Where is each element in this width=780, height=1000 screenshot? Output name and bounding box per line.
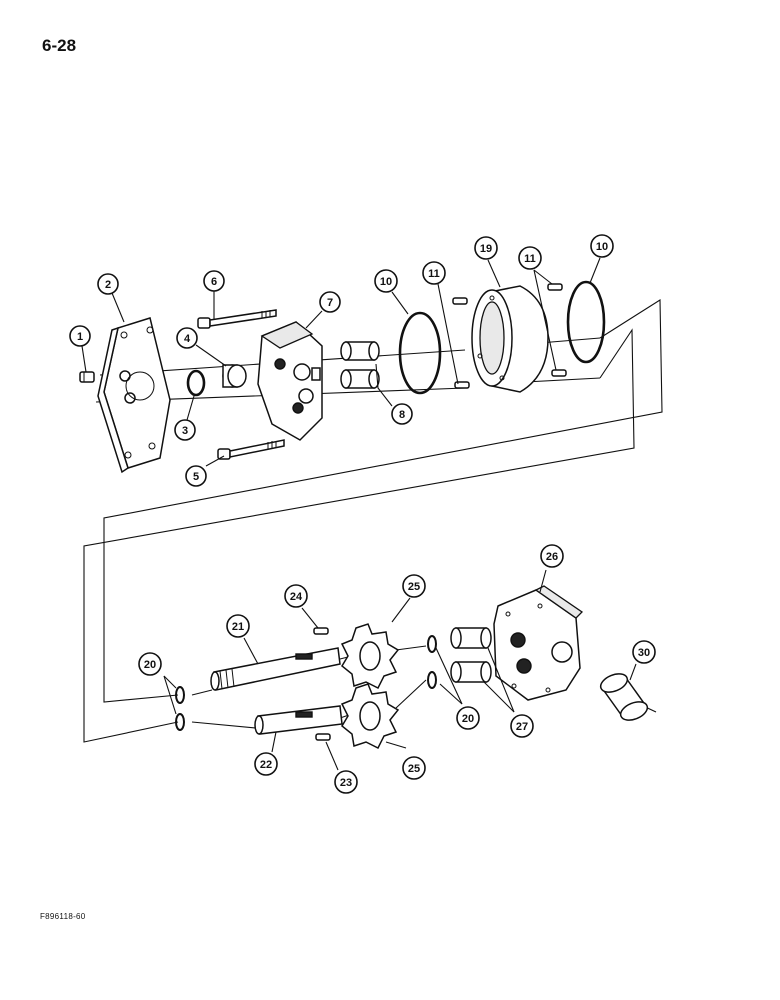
bushings-27 [450, 627, 492, 683]
callout-20a: 20 [138, 652, 162, 676]
callout-5: 5 [185, 465, 207, 487]
svg-text:3: 3 [182, 425, 188, 437]
callout-19: 19 [474, 236, 498, 260]
svg-text:10: 10 [380, 276, 392, 288]
callout-21: 21 [226, 614, 250, 638]
callout-20b: 20 [456, 706, 480, 730]
mounting-flange [97, 317, 171, 474]
callout-25a: 25 [402, 574, 426, 598]
o-ring-10a [398, 311, 442, 395]
callout-25b: 25 [402, 756, 426, 780]
seal-4 [222, 364, 247, 388]
callout-10b: 10 [590, 234, 614, 258]
svg-text:30: 30 [638, 647, 650, 659]
svg-text:10: 10 [596, 241, 608, 253]
svg-text:21: 21 [232, 621, 244, 633]
cover-plate [257, 321, 323, 441]
callout-30: 30 [632, 640, 656, 664]
drive-shaft-21 [210, 647, 341, 691]
dowel-pins-11 [452, 283, 567, 389]
page-number: 6-28 [42, 36, 77, 55]
svg-text:11: 11 [524, 253, 536, 265]
gear-25b [340, 683, 400, 750]
figure-code: F896118-60 [40, 912, 86, 921]
svg-text:20: 20 [144, 659, 156, 671]
svg-text:6: 6 [211, 276, 217, 288]
svg-text:11: 11 [428, 268, 440, 280]
gear-housing [471, 285, 549, 393]
svg-text:27: 27 [516, 721, 528, 733]
callout-11a: 11 [422, 261, 446, 285]
svg-text:19: 19 [480, 243, 492, 255]
svg-text:23: 23 [340, 777, 352, 789]
svg-text:7: 7 [327, 297, 333, 309]
svg-text:22: 22 [260, 759, 272, 771]
o-ring-3 [186, 369, 206, 397]
svg-text:1: 1 [77, 331, 83, 343]
callout-2: 2 [97, 273, 119, 295]
callout-3: 3 [174, 419, 196, 441]
o-ring-10b [566, 280, 606, 364]
sleeve-30 [599, 673, 649, 721]
svg-text:5: 5 [193, 471, 199, 483]
callout-4: 4 [176, 327, 198, 349]
callout-6: 6 [203, 270, 225, 292]
snap-rings-20 [175, 635, 437, 731]
callout-10a: 10 [374, 269, 398, 293]
callout-8: 8 [391, 403, 413, 425]
svg-text:26: 26 [546, 551, 558, 563]
leader-lines [81, 257, 637, 771]
callout-24: 24 [284, 584, 308, 608]
screw-1 [79, 371, 95, 383]
callout-22: 22 [254, 752, 278, 776]
svg-text:25: 25 [408, 763, 420, 775]
callout-7: 7 [319, 291, 341, 313]
idler-shaft-22 [254, 705, 343, 735]
callout-26: 26 [540, 544, 564, 568]
svg-text:8: 8 [399, 409, 405, 421]
callout-11b: 11 [518, 246, 542, 270]
callout-27: 27 [510, 714, 534, 738]
svg-text:2: 2 [105, 279, 111, 291]
bolt-6 [197, 309, 277, 329]
gear-25a [340, 623, 400, 690]
callout-1: 1 [69, 325, 91, 347]
svg-text:20: 20 [462, 713, 474, 725]
bushings-8 [340, 341, 380, 389]
svg-text:4: 4 [184, 333, 191, 345]
callout-23: 23 [334, 770, 358, 794]
key-23 [315, 733, 331, 741]
bolt-5 [217, 439, 285, 460]
key-24 [313, 627, 329, 635]
svg-text:24: 24 [290, 591, 303, 603]
pump-body-26 [493, 585, 584, 701]
svg-text:25: 25 [408, 581, 420, 593]
